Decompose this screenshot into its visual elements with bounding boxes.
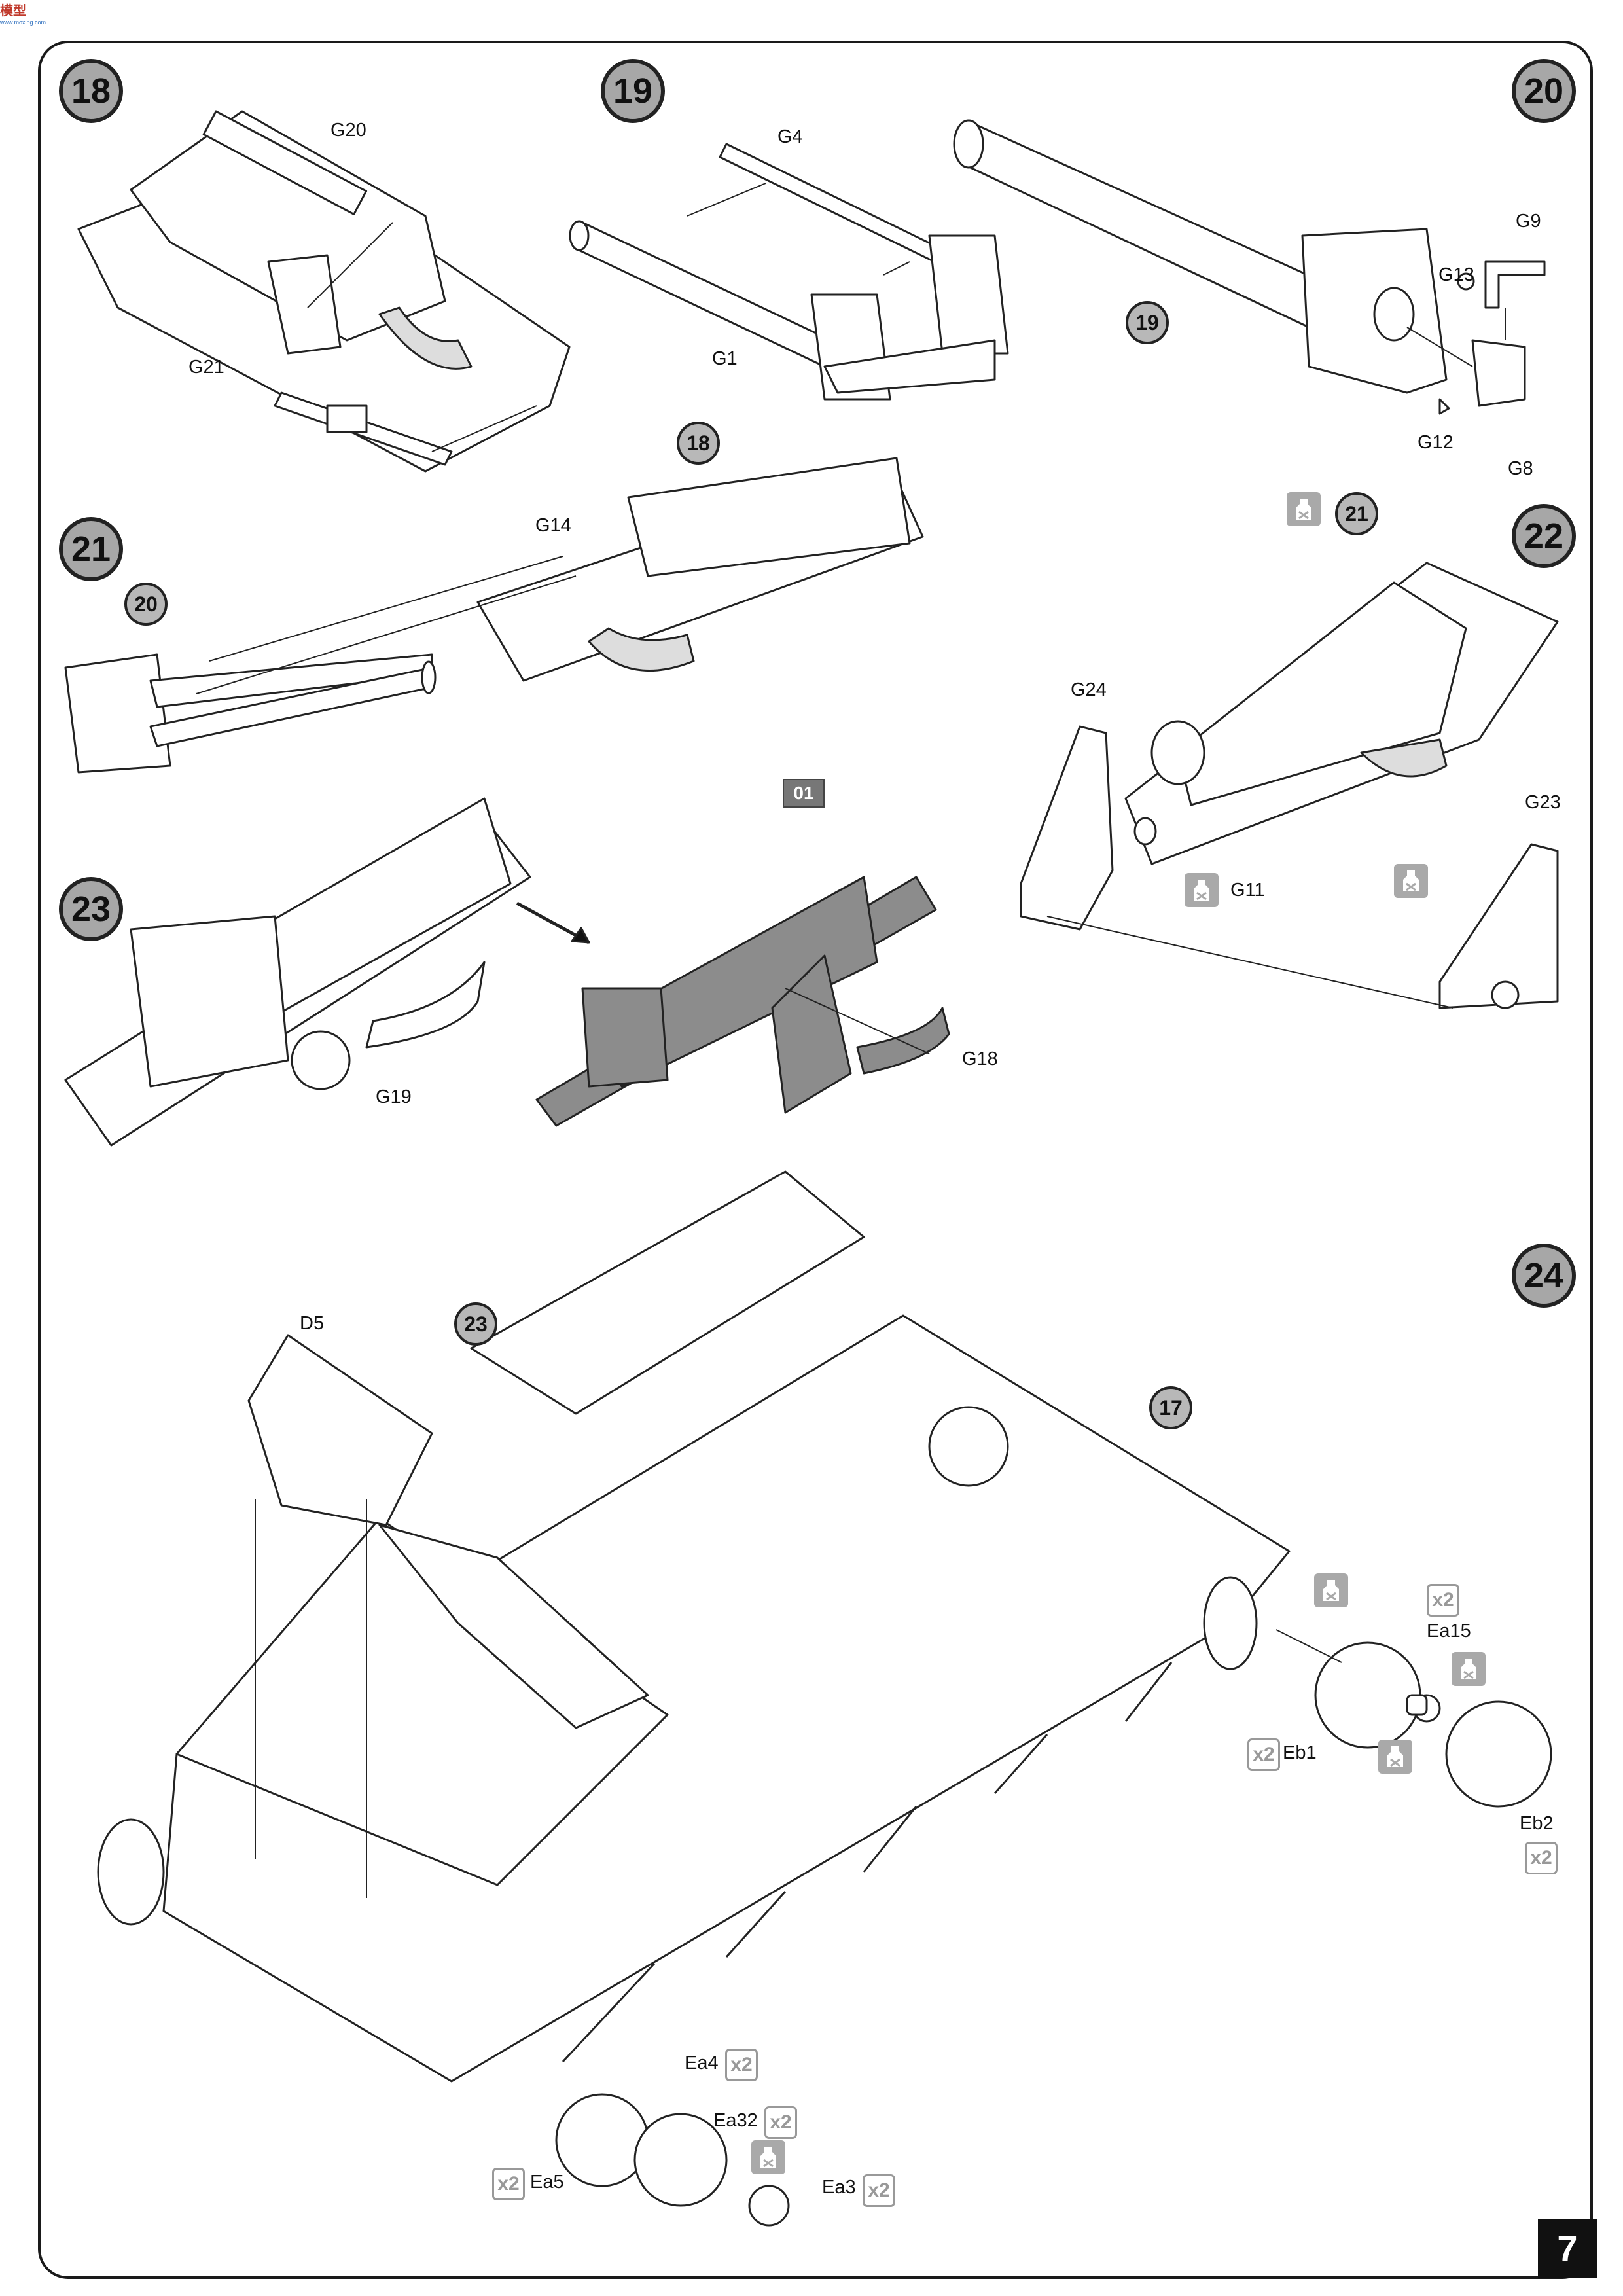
ref-step-23-badge: 23 [454,1302,497,1346]
ref-step-18-badge: 18 [677,422,720,465]
qty-x2-ea3: x2 [863,2174,895,2207]
part-label-g14: G14 [535,515,571,536]
part-label-g18: G18 [962,1049,998,1069]
step-20-badge: 20 [1512,59,1576,123]
ref-step-20-badge: 20 [124,583,168,626]
page-number: 7 [1538,2219,1597,2278]
part-label-eb2: Eb2 [1520,1813,1554,1834]
part-label-ea32: Ea32 [713,2110,758,2131]
part-label-ea15: Ea15 [1427,1621,1471,1641]
part-label-ea5: Ea5 [530,2172,564,2193]
ref-step-19-badge: 19 [1126,301,1169,344]
paint-code-box: 01 [783,779,825,808]
qty-x2-ea5: x2 [492,2168,525,2200]
step-21-badge: 21 [59,517,123,581]
qty-x2-ea15: x2 [1427,1584,1459,1617]
brand-logo-sub: www.moxing.com [0,19,46,26]
part-label-g12: G12 [1418,432,1454,453]
qty-x2-eb2: x2 [1525,1842,1558,1874]
glue-icon [1394,864,1428,898]
glue-icon [1378,1740,1412,1774]
qty-x2-ea4: x2 [725,2049,758,2081]
part-label-d5: D5 [300,1313,325,1334]
step23-assembly-drawing [64,797,531,1147]
part-label-g23: G23 [1525,792,1561,813]
step22-assembly-drawing [1020,562,1559,1009]
step-24-badge: 24 [1512,1244,1576,1308]
step-19-badge: 19 [601,59,665,123]
step24-hull-drawing [97,1170,1552,2227]
part-label-g8: G8 [1508,458,1533,479]
part-label-g24: G24 [1071,679,1107,700]
brand-logo-text: 模型 [0,4,26,18]
glue-icon [1314,1573,1348,1607]
glue-icon [1287,492,1321,526]
page-frame [38,41,1593,2279]
part-label-g9: G9 [1516,211,1541,232]
part-label-g20: G20 [330,120,366,141]
part-label-g1: G1 [712,348,738,369]
step-23-badge: 23 [59,877,123,941]
part-label-g13: G13 [1438,264,1474,285]
step18-cradle-drawing [77,110,571,473]
step20-breech-drawing [953,119,1546,415]
step21-assembly-drawing [64,457,924,774]
ref-step-21-badge: 21 [1335,492,1378,535]
qty-x2-eb1: x2 [1247,1738,1280,1771]
part-label-g21: G21 [188,357,224,378]
glue-icon [751,2140,785,2174]
step19-barrel-drawing [569,143,1009,401]
part-label-eb1: Eb1 [1283,1742,1317,1763]
ref-step-17-badge: 17 [1149,1386,1192,1429]
part-label-g4: G4 [777,126,803,147]
glue-icon [1185,873,1219,907]
part-label-ea4: Ea4 [685,2053,719,2073]
qty-x2-ea32: x2 [764,2106,797,2139]
step23-painted-assembly-drawing [535,876,937,1127]
glue-icon [1452,1652,1486,1686]
step-22-badge: 22 [1512,504,1576,568]
step-18-badge: 18 [59,59,123,123]
part-label-g11: G11 [1230,880,1265,901]
part-label-ea3: Ea3 [822,2177,856,2198]
part-label-g19: G19 [376,1086,412,1107]
